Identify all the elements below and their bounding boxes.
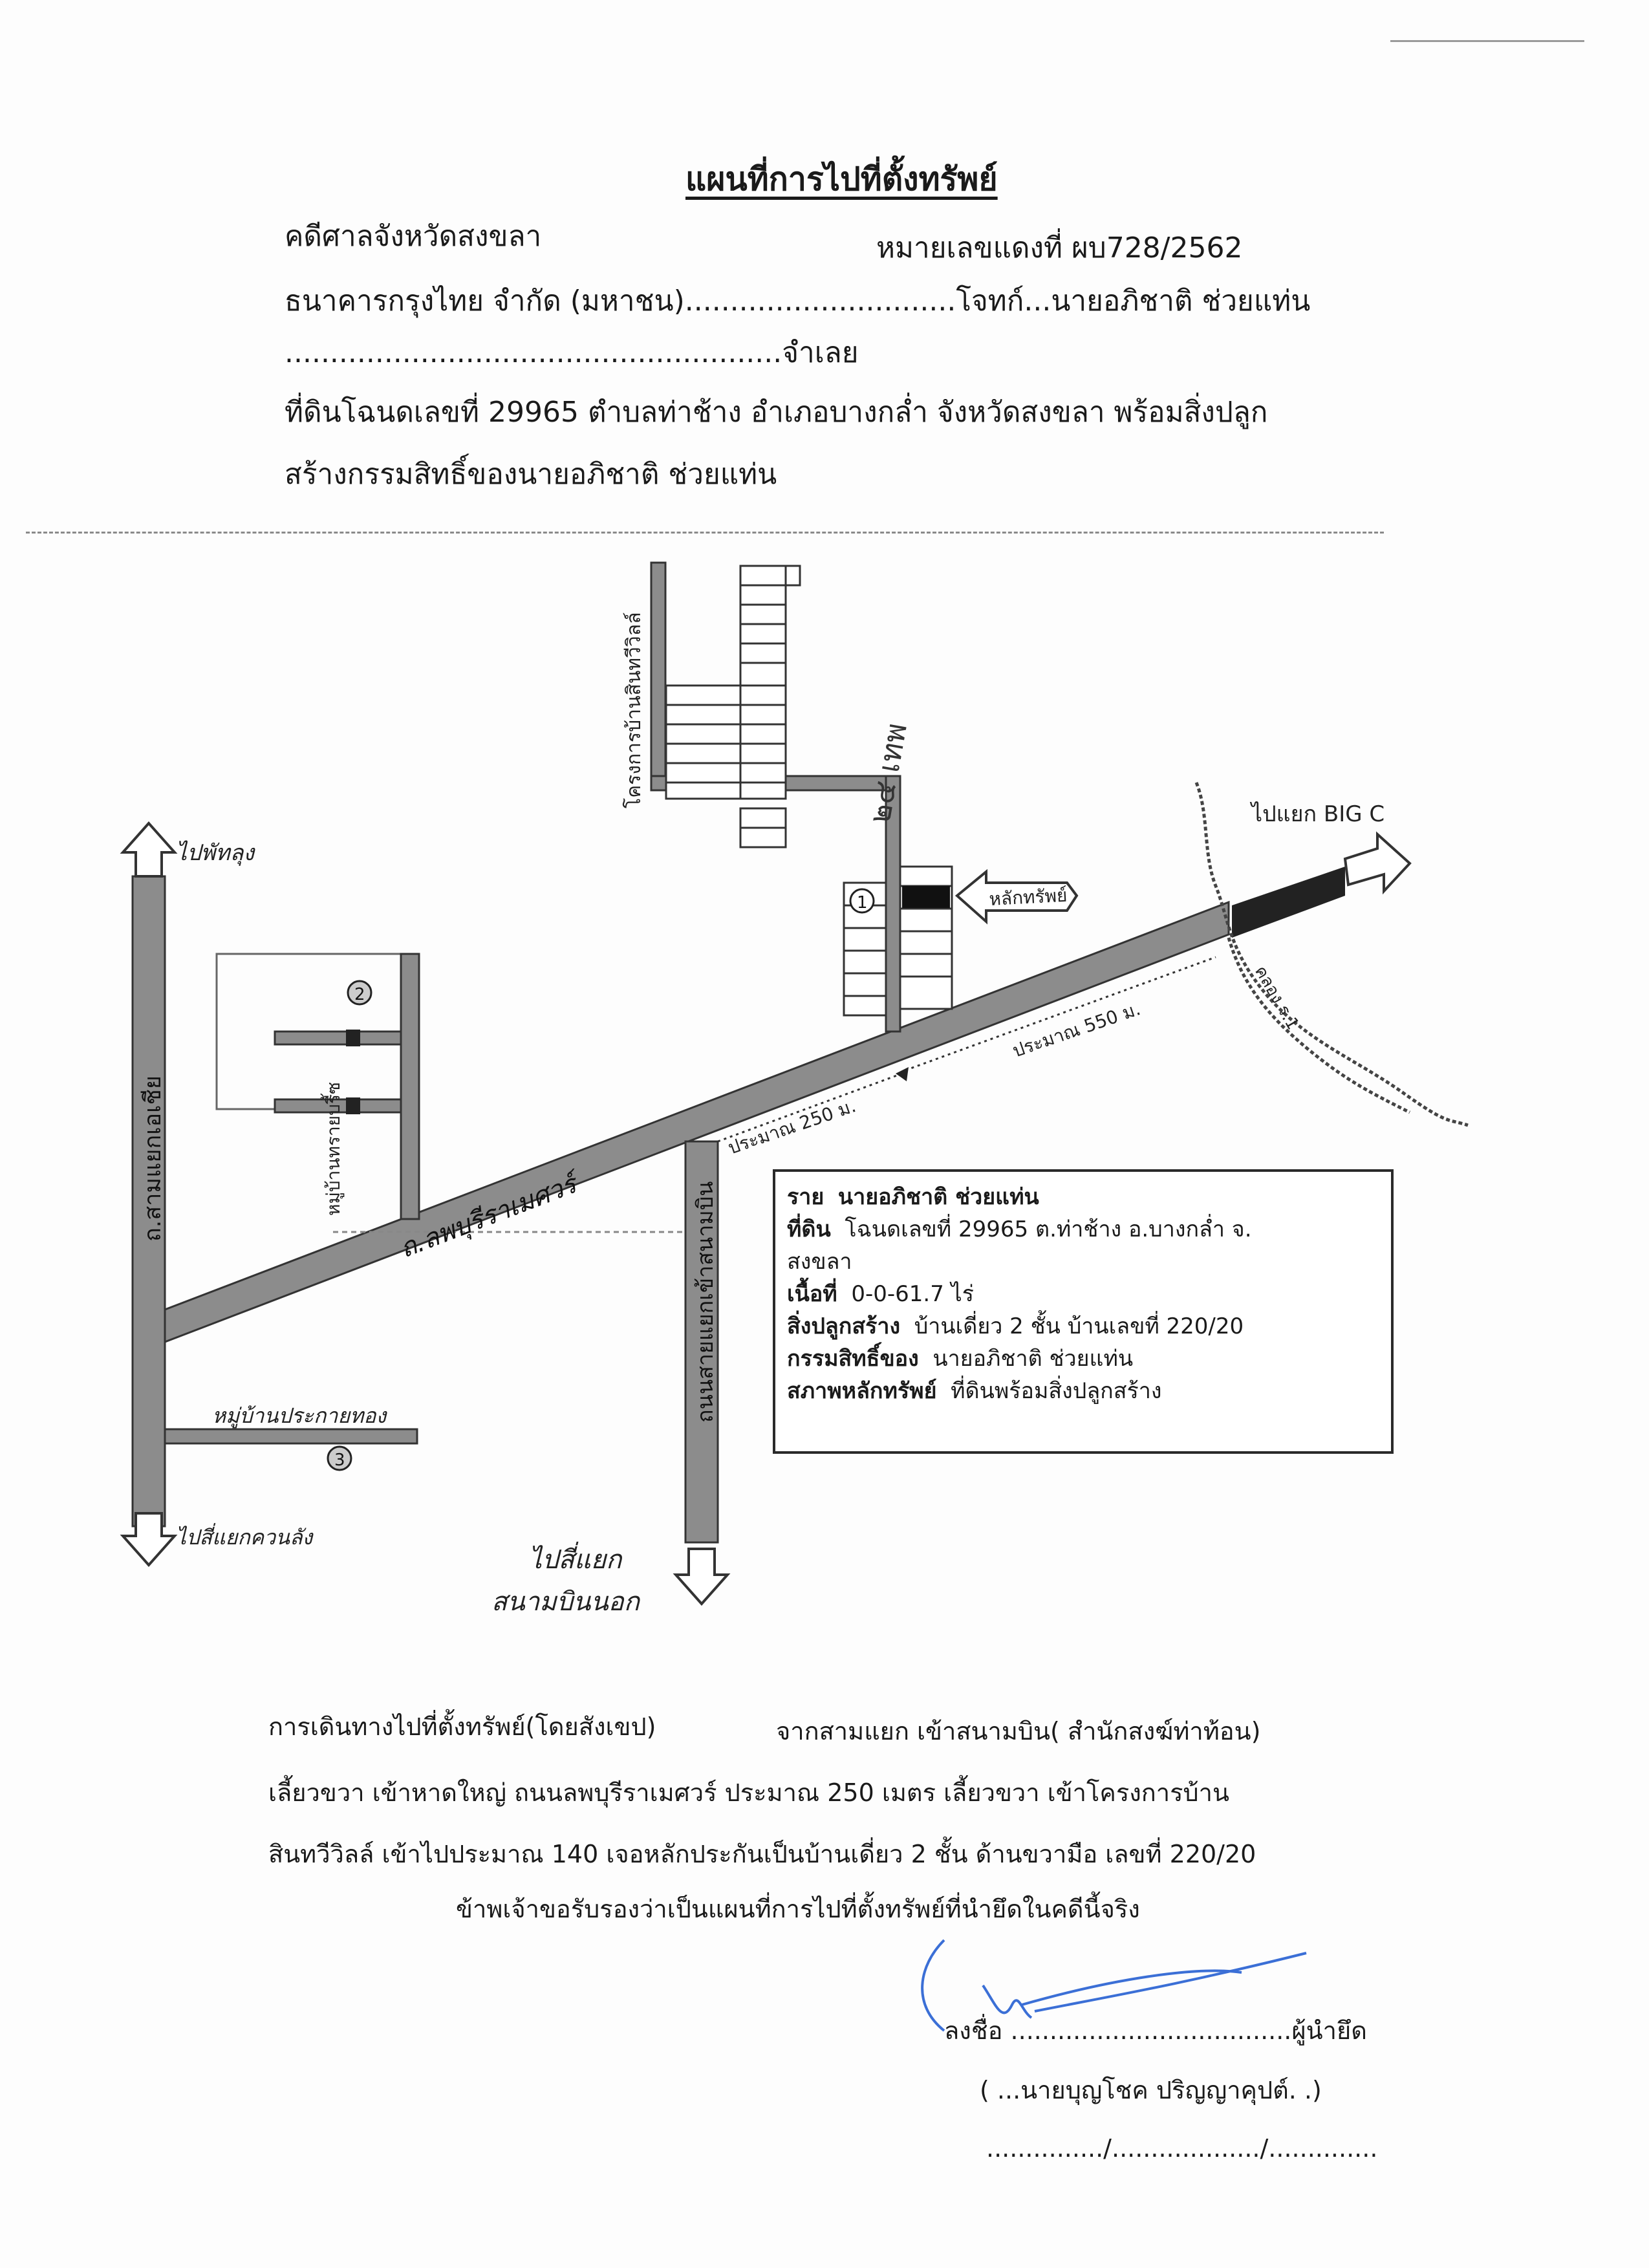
property-info-box: ราย นายอภิชาติ ช่วยแท่น ที่ดิน โฉนดเลขที…	[773, 1169, 1394, 1454]
label-to-airport-2: สนามบินนอก	[491, 1587, 641, 1617]
info-condition-row: สภาพหลักทรัพย์ ที่ดินพร้อมสิ่งปลูกสร้าง	[787, 1375, 1379, 1407]
marker-2	[347, 980, 372, 1006]
property-lot	[902, 886, 950, 908]
arrow-up-icon	[120, 821, 178, 878]
date-line: .............../.................../....…	[986, 2134, 1378, 2163]
scan-top-line	[1390, 40, 1584, 42]
label-to-airport-1: ไปสี่แยก	[529, 1541, 623, 1575]
distance-tick-icon	[896, 1067, 909, 1081]
info-ownership-row: กรรมสิทธิ์ของ นายอภิชาติ ช่วยแท่น	[787, 1343, 1379, 1375]
canal-line-2	[1227, 937, 1411, 1114]
road-lopburi-ramesuan	[164, 900, 1230, 1344]
info-ownership-value: นายอภิชาติ ช่วยแท่น	[932, 1346, 1134, 1372]
info-land-row: ที่ดิน โฉนดเลขที่ 29965 ต.ท่าช้าง อ.บางก…	[787, 1213, 1379, 1246]
info-building-label: สิ่งปลูกสร้าง	[787, 1313, 901, 1339]
label-to-phatthalung: ไปพัทลุง	[176, 840, 255, 866]
label-road-airport: ถนนสายแยกเข้าสนามบิน	[693, 1181, 718, 1423]
directions-line-1: จากสามแยก เข้าสนามบิน( สำนักสงฆ์ท่าท้อน)	[776, 1717, 1261, 1745]
label-village-lower: หมู่บ้านประกายทอง	[212, 1403, 387, 1429]
info-land-label: ที่ดิน	[787, 1216, 831, 1242]
info-land-value-2: สงขลา	[787, 1249, 852, 1275]
info-land-row-2: สงขลา	[787, 1246, 1379, 1278]
signature-line: ลงชื่อ .................................…	[944, 2016, 1367, 2045]
handwritten-signature	[921, 1939, 1307, 2032]
court-name: คดีศาลจังหวัดสงขลา	[285, 220, 542, 253]
land-description-1: ที่ดินโฉนดเลขที่ 29965 ตำบลท่าช้าง อำเภอ…	[285, 396, 1268, 429]
road-end-segment	[1232, 867, 1345, 938]
marker-3	[327, 1445, 352, 1471]
arrow-down-airport-icon	[673, 1548, 731, 1606]
marker-1-label: 1	[857, 893, 868, 913]
certification-text: ข้าพเจ้าขอรับรองว่าเป็นแผนที่การไปที่ตั้…	[456, 1895, 1140, 1923]
label-project: โครงการบ้านสินทวีวิลล์	[622, 612, 645, 808]
handwritten-note: ๒๔ เทพ	[862, 720, 914, 826]
marker-2-label: 2	[354, 985, 365, 1004]
info-owner-value: นายอภิชาติ ช่วยแท่น	[837, 1184, 1039, 1210]
marker-3-label: 3	[334, 1451, 345, 1470]
directions-label: การเดินทางไปที่ตั้งทรัพย์(โดยสังเขป)	[268, 1712, 656, 1741]
road-village-lower	[164, 1428, 418, 1445]
road-marker	[346, 1030, 360, 1046]
info-area-row: เนื้อที่ 0-0-61.7 ไร่	[787, 1278, 1379, 1310]
info-owner-label: ราย	[787, 1184, 824, 1210]
label-road-left: ถ.สามแยกเอเชีย	[140, 1075, 166, 1242]
label-to-big-c: ไปแยก BIG C	[1249, 801, 1385, 827]
document-title: แผนที่การไปที่ตั้งทรัพย์	[685, 160, 998, 198]
plaintiff-line: ธนาคารกรุงไทย จำกัด (มหาชน).............…	[285, 285, 1311, 318]
defendant-line: ........................................…	[285, 336, 859, 369]
label-to-kuanlang: ไปสี่แยกควนลัง	[176, 1523, 314, 1550]
info-area-value: 0-0-61.7 ไร่	[851, 1281, 975, 1307]
location-map: ไปพัทลุง ไปแยก BIG C โครงการบ้านสินทวีวิ…	[120, 561, 1469, 1617]
land-description-2: สร้างกรรมสิทธิ์ของนายอภิชาติ ช่วยแท่น	[285, 458, 777, 491]
canal-line-1	[1194, 782, 1469, 1127]
label-property-marker: หลักทรัพย์	[989, 885, 1068, 910]
property-arrow-icon	[954, 869, 1079, 925]
label-village-upper: หมู่บ้านทรายบรี้ซ	[320, 1082, 345, 1216]
arrow-right-icon	[1343, 831, 1412, 895]
case-number: หมายเลขแดงที่ ผบ728/2562	[876, 232, 1243, 265]
road-village-upper-2	[274, 1098, 402, 1114]
road-project-vertical	[650, 561, 667, 790]
info-building-row: สิ่งปลูกสร้าง บ้านเดี่ยว 2 ชั้น บ้านเลขท…	[787, 1310, 1379, 1343]
info-condition-value: ที่ดินพร้อมสิ่งปลูกสร้าง	[951, 1378, 1162, 1404]
house-plots-upper	[665, 565, 801, 848]
marker-1	[849, 888, 875, 914]
road-left-vertical	[131, 875, 166, 1528]
info-land-value: โฉนดเลขที่ 29965 ต.ท่าช้าง อ.บางกล่ำ จ.	[845, 1216, 1252, 1242]
signer-name: ( ...นายบุญโชค ปริญญาคุปต์. .)	[980, 2076, 1322, 2104]
directions-line-3: สินทวีวิลล์ เข้าไปประมาณ 140 เจอหลักประก…	[268, 1840, 1256, 1868]
road-to-airport	[684, 1140, 719, 1544]
info-area-label: เนื้อที่	[787, 1281, 837, 1307]
info-condition-label: สภาพหลักทรัพย์	[787, 1378, 937, 1404]
scan-fold-line	[26, 532, 1384, 534]
arrow-down-icon	[120, 1512, 178, 1568]
info-building-value: บ้านเดี่ยว 2 ชั้น บ้านเลขที่ 220/20	[914, 1313, 1244, 1339]
info-owner-row: ราย นายอภิชาติ ช่วยแท่น	[787, 1181, 1379, 1213]
distance-250-line	[717, 1072, 903, 1143]
road-village-upper-1	[274, 1030, 402, 1046]
directions-line-2: เลี้ยวขวา เข้าหาดใหญ่ ถนนลพบุรีราเมศวร์ …	[268, 1778, 1229, 1807]
road-marker	[346, 1097, 360, 1114]
road-village-upper-vertical	[400, 953, 420, 1220]
info-ownership-label: กรรมสิทธิ์ของ	[787, 1346, 919, 1372]
